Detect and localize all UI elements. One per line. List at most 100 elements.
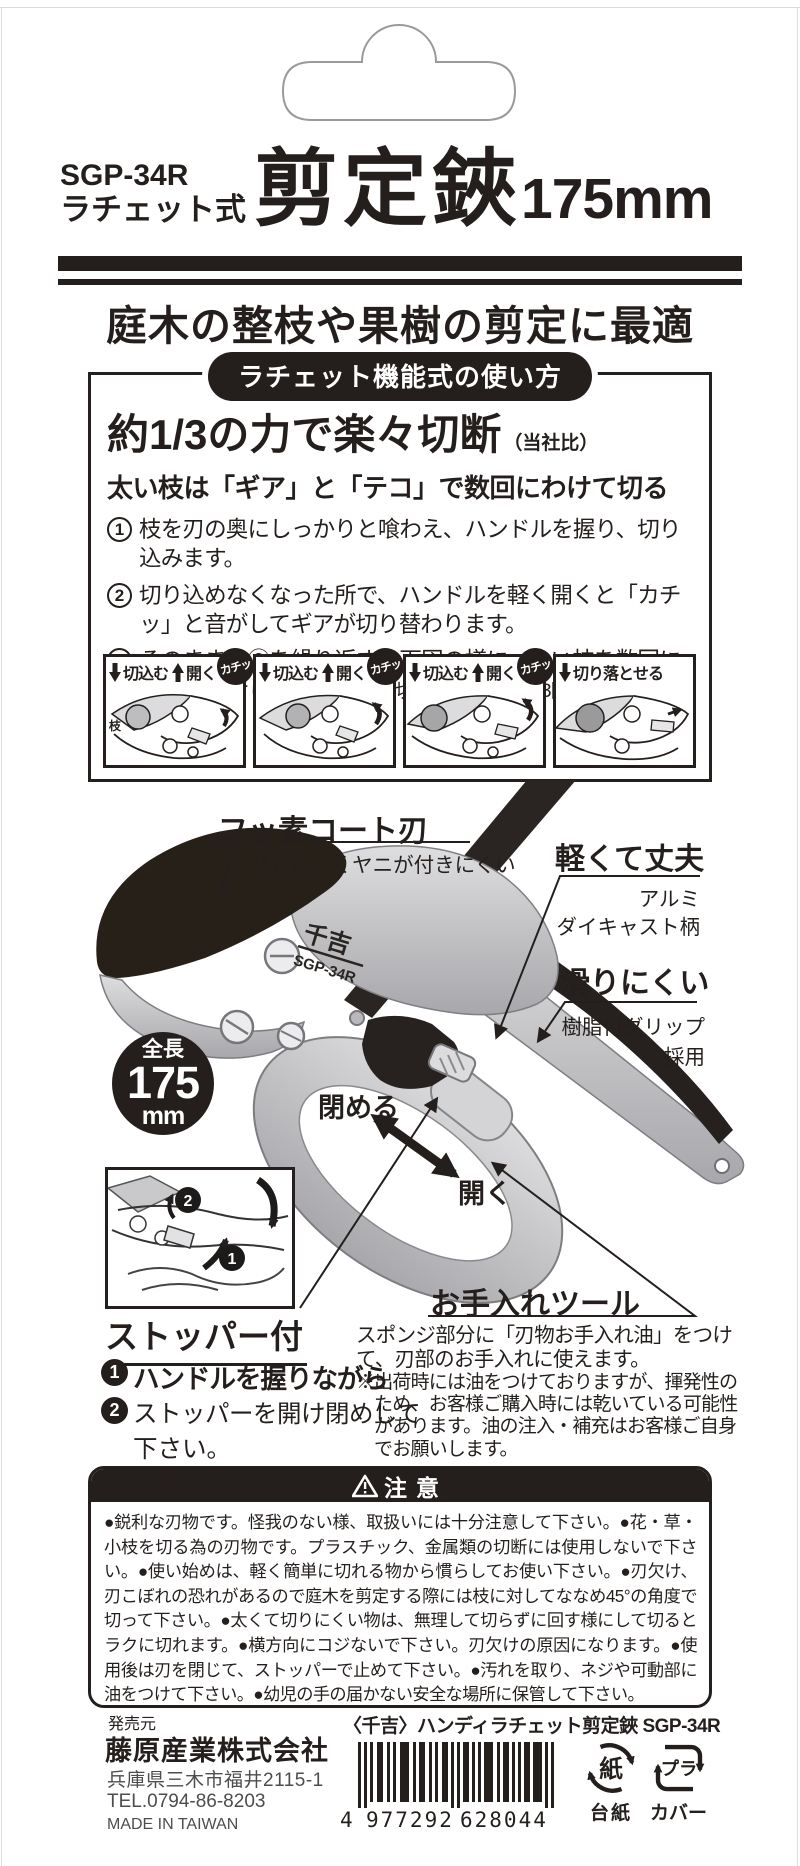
up-arrow-icon xyxy=(472,662,485,682)
warning-triangle-icon xyxy=(352,1474,378,1497)
maintenance-title: お手入れツール xyxy=(430,1288,640,1321)
svg-text:2: 2 xyxy=(184,1193,193,1210)
country-of-origin: MADE IN TAIWAN xyxy=(107,1816,239,1833)
shears-diagram xyxy=(406,695,540,760)
down-arrow-icon xyxy=(259,662,271,682)
recycle-mark-plastic: プラ カバー xyxy=(650,1740,707,1825)
feature-light-desc-1: アルミ xyxy=(638,888,700,911)
stopper-diagram-art: 2 1 xyxy=(108,1175,289,1291)
step-number-badge: 2 xyxy=(101,1397,128,1424)
caution-title: 注意 xyxy=(384,1474,448,1501)
company-name: 藤原産業株式会社 xyxy=(105,1736,329,1766)
barcode: 4 977292 628044 xyxy=(340,1742,570,1832)
feature-light-desc-2: ダイキャスト柄 xyxy=(556,916,701,939)
sequence-panel-3: カチッ 切込む 開く xyxy=(403,644,558,768)
package-left-edge xyxy=(1,7,2,1866)
title-block: SGP-34R ラチェット式 剪定鋏 175mm xyxy=(60,142,750,236)
howto-step-2: 2 切り込めなくなった所で、ハンドルを軽く開くと「カチッ」と音がしてギアが切り替… xyxy=(107,581,695,640)
howto-header-pill: ラチェット機能式の使い方 xyxy=(207,352,593,401)
blade xyxy=(96,827,347,978)
company-tel: TEL.0794-86-8203 xyxy=(107,1791,266,1812)
step-1-badge xyxy=(219,1245,245,1271)
model-number: SGP-34R xyxy=(60,159,189,193)
maintenance-desc: スポンジ部分に「刃物お手入れ油」をつけて、刃部のお手入れに使えます。 xyxy=(356,1324,733,1372)
howto-step-1: 1 枝を刃の奥にしっかりと喰わえ、ハンドルを握り、切り込みます。 xyxy=(107,515,695,574)
sequence-panel-1: カチッ 切込む 開く 枝 xyxy=(103,644,258,768)
svg-text:プラ: プラ xyxy=(660,1758,697,1779)
headline-note: （当社比） xyxy=(503,433,599,454)
overall-length-badge: 全長 175 mm xyxy=(112,1032,214,1135)
caution-body: ●鋭利な刃物です。怪我のない様、取扱いには十分注意して下さい。●花・草・小枝を切… xyxy=(104,1512,698,1705)
divider-thick xyxy=(58,256,742,271)
feature-light-title: 軽くて丈夫 xyxy=(555,843,705,876)
svg-text:枝: 枝 xyxy=(108,718,122,733)
feature-blade-desc: サビにくくヤニが付きにくい xyxy=(250,854,516,877)
svg-text:紙: 紙 xyxy=(599,1755,623,1783)
step-2-badge xyxy=(175,1187,201,1213)
down-arrow-icon xyxy=(109,662,121,682)
paper-recycle-icon: 紙 xyxy=(587,1743,635,1793)
shears-product-illustration: 千吉 SGP-34R xyxy=(96,780,745,1317)
howto-subheadline: 太い枝は「ギア」と「テコ」で数回にわけて切る xyxy=(107,473,669,503)
tagline: 庭木の整枝や果樹の剪定に最適 xyxy=(106,303,694,349)
product-name: 剪定鋏 xyxy=(254,142,522,236)
plastic-recycle-icon: プラ xyxy=(653,1744,704,1792)
stopper-step-1: 1 ハンドルを握りながら xyxy=(101,1357,389,1396)
recycle-plastic-label: カバー xyxy=(650,1803,708,1824)
svg-text:1: 1 xyxy=(228,1251,237,1268)
barcode-digits-right: 628044 xyxy=(460,1808,548,1832)
open-direction-label: 開く xyxy=(458,1179,512,1209)
feature-grip-desc-1: 樹脂付グリップ xyxy=(561,1016,706,1039)
caution-box: 注意 ●鋭利な刃物です。怪我のない様、取扱いには十分注意して下さい。●花・草・小… xyxy=(88,1466,712,1708)
step-number-badge: 1 xyxy=(101,1359,128,1386)
maintenance-note: ※出荷時には油をつけておりますが、揮発性のため、お客様ご購入時には乾いている可能… xyxy=(356,1372,738,1460)
package-right-edge xyxy=(797,7,798,1866)
step-text: 切り込めなくなった所で、ハンドルを軽く開くと「カチッ」と音がしてギアが切り替わり… xyxy=(139,582,681,637)
caution-header: 注意 xyxy=(91,1469,709,1502)
pivot-screws xyxy=(219,937,365,1051)
recycle-paper-label: 台紙 xyxy=(589,1803,632,1824)
headline-main: 約1/3の力で楽々切断 xyxy=(107,411,502,458)
open-close-arrow xyxy=(370,1113,460,1179)
sequence-panel-4: 切り落とせる xyxy=(553,654,696,768)
shears-diagram xyxy=(554,695,690,761)
product-size: 175mm xyxy=(521,166,713,231)
recycle-mark-paper: 紙 台紙 xyxy=(583,1740,639,1825)
package-top-edge xyxy=(0,7,800,8)
step-text: 枝を刃の奥にしっかりと喰わえ、ハンドルを握り、切り込みます。 xyxy=(139,517,681,572)
down-arrow-icon xyxy=(409,662,421,682)
length-unit: mm xyxy=(141,1102,185,1131)
divider-thin xyxy=(58,279,742,285)
length-label: 全長 xyxy=(142,1038,184,1062)
publisher-label: 発売元 xyxy=(108,1716,157,1733)
stopper-title: ストッパー付 xyxy=(105,1310,307,1366)
sequence-panel-2: カチッ 切込む 開く xyxy=(253,644,408,768)
barcode-bars xyxy=(358,1742,554,1808)
feature-blade-title: フッ素コート刃 xyxy=(218,815,428,848)
shears-diagram: 枝 xyxy=(108,694,240,760)
aluminum-body xyxy=(290,845,559,1016)
hang-slot xyxy=(281,24,517,121)
cutting-sequence-panels: カチッ 切込む 開く 枝 カチッ 切込む 開く xyxy=(103,644,697,768)
length-value: 175 xyxy=(126,1057,200,1109)
down-arrow-icon xyxy=(559,662,571,682)
handle-end-hole xyxy=(714,1158,730,1174)
up-arrow-icon xyxy=(172,662,185,682)
feature-grip-desc-2: 採用 xyxy=(664,1046,705,1069)
stopper-inset-diagram: 2 1 xyxy=(105,1167,295,1309)
howto-headline: 約1/3の力で楽々切断 （当社比） xyxy=(107,401,695,462)
type-label: ラチェット式 xyxy=(60,192,246,228)
product-description-line: 〈千吉〉ハンディラチェット剪定鋏 SGP-34R xyxy=(343,1716,721,1737)
feature-grip-title: 滑りにくい xyxy=(560,967,710,1000)
shears-diagram xyxy=(258,694,390,760)
stopper-step-2-cont: 下さい。 xyxy=(133,1436,231,1463)
stopper-step-2: 2 ストッパーを開け閉めして xyxy=(101,1395,421,1430)
company-address: 兵庫県三木市福井2115-1 xyxy=(107,1770,324,1791)
barcode-digit-first: 4 xyxy=(340,1808,353,1832)
up-arrow-icon xyxy=(322,662,335,682)
product-photo-zone: 千吉 SGP-34R フッ素コート刃 サビにくくヤニが付きにくい 軽くて丈夫 ア… xyxy=(0,780,800,1321)
close-direction-label: 閉める xyxy=(318,1093,399,1123)
barcode-digits-left: 977292 xyxy=(366,1808,454,1832)
step-number-icon: 2 xyxy=(107,582,132,608)
step-number-icon: 1 xyxy=(107,517,132,542)
